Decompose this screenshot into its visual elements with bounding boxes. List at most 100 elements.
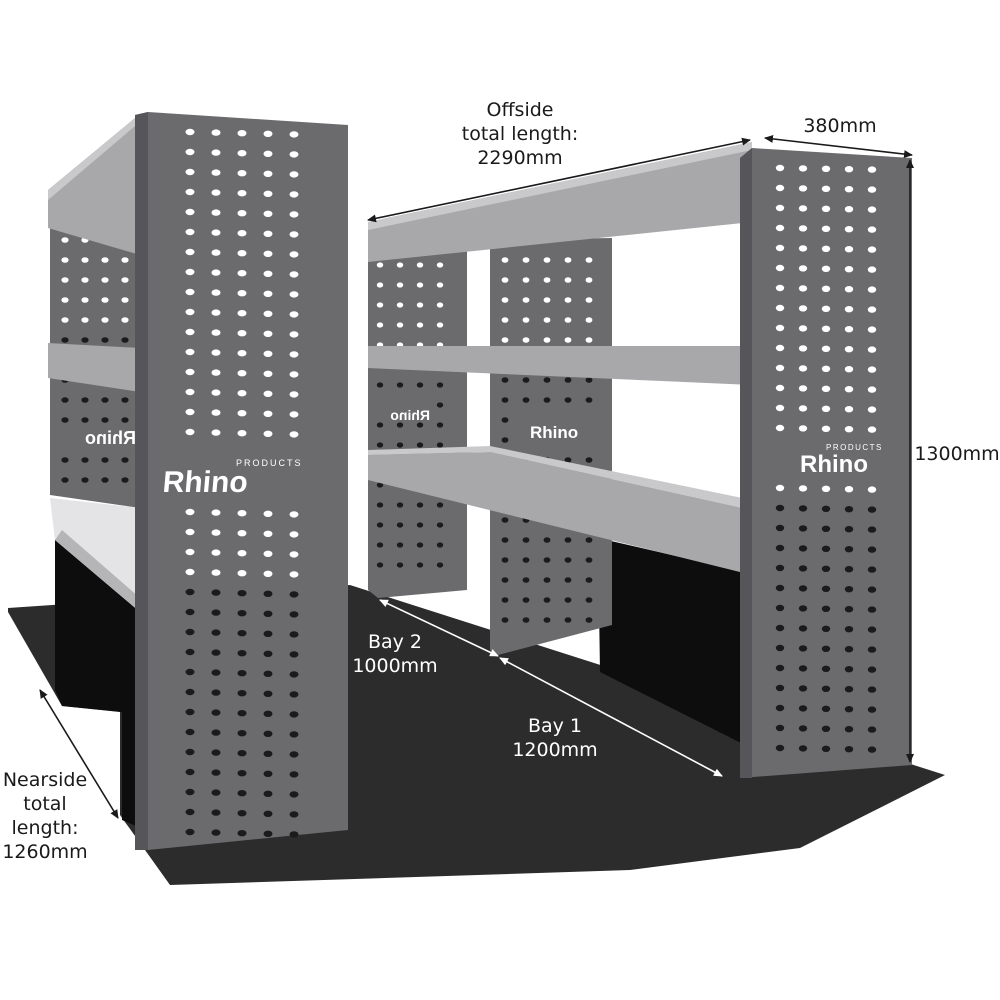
- perforation-hole: [237, 250, 247, 257]
- perforation-hole: [185, 808, 195, 816]
- perforation-hole: [237, 750, 247, 757]
- perforation-hole: [289, 411, 299, 418]
- perforation-hole: [821, 345, 831, 352]
- perforation-hole: [185, 128, 195, 136]
- perforation-hole: [211, 389, 221, 396]
- perforation-hole: [867, 346, 877, 353]
- perforation-hole: [237, 190, 247, 197]
- nearside-middle-shelf: [48, 343, 140, 392]
- perforation-hole: [821, 225, 831, 232]
- perforation-hole: [121, 457, 129, 463]
- perforation-hole: [798, 705, 808, 712]
- perforation-hole: [821, 725, 831, 732]
- perforation-hole: [211, 169, 221, 176]
- perforation-hole: [501, 577, 509, 583]
- rhino-logo-mirrored: Rhino: [85, 428, 136, 448]
- bay1-label: Bay 1 1200mm: [500, 714, 610, 762]
- perforation-hole: [798, 385, 808, 392]
- perforation-hole: [289, 311, 299, 318]
- perforation-hole: [522, 557, 530, 563]
- perforation-hole: [263, 710, 273, 717]
- perforation-hole: [543, 377, 551, 383]
- perforation-hole: [798, 425, 808, 432]
- perforation-hole: [185, 788, 195, 796]
- perforation-hole: [844, 606, 854, 613]
- perforation-hole: [211, 729, 221, 736]
- perforation-hole: [501, 257, 509, 263]
- perforation-hole: [289, 431, 299, 438]
- perforation-hole: [798, 305, 808, 312]
- perforation-hole: [185, 548, 195, 556]
- offside-label-line2: total length:: [461, 123, 579, 145]
- perforation-hole: [263, 170, 273, 177]
- perforation-hole: [798, 265, 808, 272]
- perforation-hole: [211, 689, 221, 696]
- perforation-hole: [237, 350, 247, 357]
- perforation-hole: [844, 386, 854, 393]
- perforation-hole: [416, 302, 424, 308]
- perforation-hole: [844, 666, 854, 673]
- perforation-hole: [775, 224, 785, 232]
- perforation-hole: [263, 550, 273, 557]
- nearside-top-shelf: [48, 118, 140, 255]
- logo-brand: Rhino: [530, 423, 578, 442]
- perforation-hole: [844, 686, 854, 693]
- perforation-hole: [185, 268, 195, 276]
- perforation-hole: [396, 282, 404, 288]
- perforation-hole: [821, 485, 831, 492]
- perforation-hole: [263, 230, 273, 237]
- perforation-hole: [396, 522, 404, 528]
- perforation-hole: [501, 317, 509, 323]
- perforation-hole: [263, 770, 273, 777]
- perforation-hole: [564, 297, 572, 303]
- perforation-hole: [798, 525, 808, 532]
- perforation-hole: [211, 189, 221, 196]
- perforation-hole: [263, 310, 273, 317]
- perforation-hole: [867, 546, 877, 553]
- perforation-hole: [798, 165, 808, 172]
- perforation-hole: [821, 285, 831, 292]
- perforation-hole: [289, 231, 299, 238]
- perforation-hole: [798, 545, 808, 552]
- offside-end-panel: [740, 148, 912, 778]
- perforation-hole: [844, 546, 854, 553]
- perforation-hole: [436, 502, 444, 508]
- perforation-hole: [416, 542, 424, 548]
- perforation-hole: [61, 337, 69, 343]
- perforation-hole: [501, 517, 509, 523]
- perforation-hole: [289, 531, 299, 538]
- perforation-hole: [501, 397, 509, 403]
- perforation-hole: [289, 171, 299, 178]
- perforation-hole: [81, 417, 89, 423]
- perforation-hole: [585, 577, 593, 583]
- perforation-hole: [564, 337, 572, 343]
- perforation-hole: [844, 166, 854, 173]
- perforation-hole: [101, 457, 109, 463]
- logo-brand: Rhino: [800, 451, 868, 478]
- perforation-hole: [564, 617, 572, 623]
- perforation-hole: [237, 830, 247, 837]
- logo-brand: Rhino: [161, 466, 249, 499]
- perforation-hole: [263, 790, 273, 797]
- perforation-hole: [436, 302, 444, 308]
- perforation-hole: [237, 630, 247, 637]
- nearside-length-arrow: [39, 689, 119, 819]
- perforation-hole: [185, 328, 195, 336]
- perforation-hole: [211, 589, 221, 596]
- perforation-hole: [775, 584, 785, 592]
- perforation-hole: [376, 422, 384, 428]
- perforation-hole: [263, 750, 273, 757]
- perforation-hole: [211, 369, 221, 376]
- rhino-logo: Rhino: [530, 423, 578, 442]
- perforation-hole: [844, 186, 854, 193]
- perforation-hole: [543, 557, 551, 563]
- perforation-hole: [522, 597, 530, 603]
- perforation-hole: [237, 510, 247, 517]
- perforation-hole: [564, 257, 572, 263]
- perforation-hole: [289, 391, 299, 398]
- perforation-hole: [416, 262, 424, 268]
- perforation-hole: [844, 366, 854, 373]
- perforation-hole: [211, 289, 221, 296]
- perforation-hole: [798, 625, 808, 632]
- perforation-hole: [81, 297, 89, 303]
